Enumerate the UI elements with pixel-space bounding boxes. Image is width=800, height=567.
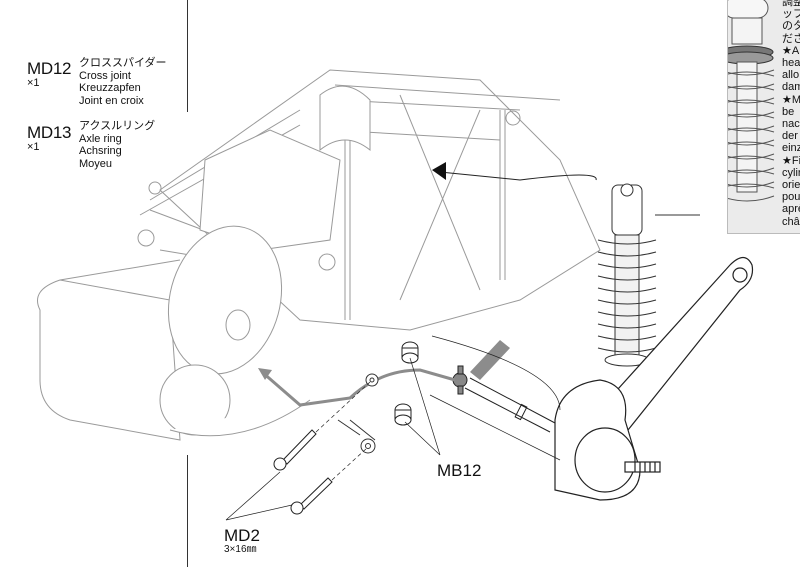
- part-code: MD12: [27, 59, 72, 78]
- motor: [37, 225, 311, 441]
- screw-upper: [273, 429, 317, 471]
- part-name-en: Cross joint: [79, 69, 131, 82]
- part-md12-names: クロススパイダー Cross joint Kreuzzapfen Joint e…: [79, 57, 167, 107]
- note-line: orie: [782, 179, 800, 192]
- part-name-en: Axle ring: [79, 132, 122, 145]
- note-line: einz: [782, 142, 800, 155]
- note-line: aprè: [782, 203, 800, 216]
- note-line: ★A: [782, 44, 800, 57]
- part-quantity: ×1: [27, 141, 40, 153]
- cross-joint: [452, 365, 468, 395]
- grease-tube: [470, 340, 510, 380]
- callout-md2-size: 3×16㎜: [224, 544, 257, 555]
- part-name-fr: Joint en croix: [79, 94, 144, 107]
- shock-adjust-note-panel: 調整 ップ のタ ださ ★A hea allo dam ★M be nac de…: [727, 0, 800, 234]
- part-name-ja: アクスルリング: [79, 120, 156, 132]
- note-line: cylir: [782, 166, 800, 179]
- part-quantity: ×1: [27, 77, 40, 89]
- suspension-arm: [589, 256, 754, 441]
- note-line: ださ: [782, 32, 800, 45]
- chassis-frame: [40, 69, 601, 331]
- callout-md2: MD2 3×16㎜: [224, 527, 260, 555]
- part-name-de: Achsring: [79, 145, 122, 157]
- column-divider-top: [187, 0, 188, 112]
- axle-ring-upper: [401, 341, 419, 364]
- battery-pack: [199, 85, 371, 251]
- part-code: MD13: [27, 123, 72, 142]
- hook-guide-line: [439, 171, 597, 181]
- screw-lower: [290, 477, 333, 515]
- part-md13-names: アクスルリング Axle ring Achsring Moyeu: [79, 120, 155, 170]
- part-name-ja: クロススパイダー: [79, 57, 167, 69]
- part-md13: MD13 ×1: [27, 124, 71, 153]
- part-md12: MD12 ×1: [27, 60, 71, 89]
- note-line: nac: [782, 118, 800, 131]
- note-line: ップ: [782, 8, 800, 21]
- note-line: ★M: [782, 93, 800, 106]
- callout-md2-code: MD2: [224, 526, 260, 545]
- note-text: 調整 ップ のタ ださ ★A hea allo dam ★M be nac de…: [782, 0, 800, 228]
- note-line: ★Fi: [782, 154, 800, 167]
- note-line: pou: [782, 191, 800, 204]
- hub-carrier: [554, 379, 661, 501]
- note-line: 調整: [782, 0, 800, 8]
- shock-spring-detail-illustration: [728, 0, 775, 202]
- note-line: be: [782, 105, 795, 118]
- note-line: châ: [782, 215, 800, 228]
- shock-absorber: [597, 183, 700, 367]
- rod-ends: [337, 373, 379, 454]
- axle-ring-lower: [394, 403, 412, 426]
- guide-arrow: [261, 368, 456, 407]
- drive-shaft: [464, 377, 556, 433]
- part-name-fr: Moyeu: [79, 157, 113, 170]
- note-line: hea: [782, 57, 800, 70]
- callout-mb12: MB12: [437, 461, 482, 480]
- note-line: der: [782, 130, 798, 143]
- note-line: dam: [782, 81, 800, 94]
- note-line: allo: [782, 69, 800, 82]
- column-divider-bottom: [187, 455, 188, 567]
- note-line: のタ: [782, 20, 800, 33]
- part-name-de: Kreuzzapfen: [79, 82, 141, 94]
